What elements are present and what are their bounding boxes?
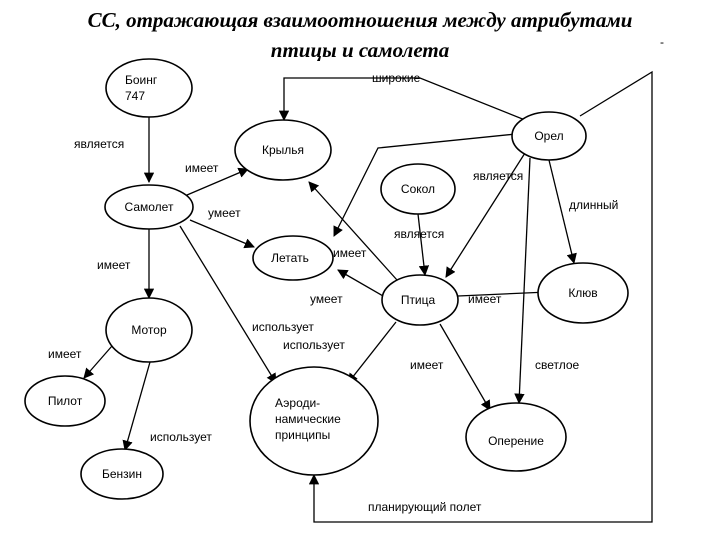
- node-plumage: Оперение: [465, 402, 567, 472]
- node-motor: Мотор: [105, 297, 193, 363]
- edge-label-long: длинный: [569, 198, 618, 212]
- edge-label-light: светлое: [535, 358, 580, 372]
- edge-plane-wings: [179, 167, 249, 199]
- svg-text:Клюв: Клюв: [568, 286, 597, 300]
- edge-bird-aero: [347, 321, 397, 384]
- edge-label-is-boeing-plane: является: [74, 137, 124, 151]
- node-beak: Клюв: [537, 262, 629, 324]
- edge-label-has-plane-motor: имеет: [97, 258, 131, 272]
- svg-text:Птица: Птица: [401, 293, 436, 307]
- svg-text:Оперение: Оперение: [488, 434, 544, 448]
- edge-label-can-plane-fly: умеет: [208, 206, 241, 220]
- edge-label-is-eagle-bird: является: [473, 169, 523, 183]
- svg-text:принципы: принципы: [275, 428, 330, 442]
- edge-label-uses-bird-aero: использует: [283, 338, 345, 352]
- node-fly: Летать: [252, 235, 334, 281]
- edge-plane-aero: [179, 225, 277, 384]
- edge-bird-fly: [337, 269, 384, 297]
- edge-eagle-fly: [333, 133, 517, 237]
- edge-bird-beak: [457, 287, 550, 298]
- node-aerodynamic-principles: Аэроди- намические принципы: [249, 366, 379, 476]
- stray-mark: -: [660, 35, 664, 49]
- edge-plane-fly: [189, 219, 255, 249]
- svg-text:Летать: Летать: [271, 251, 309, 265]
- node-falcon: Сокол: [380, 163, 456, 215]
- node-wings: Крылья: [234, 119, 332, 181]
- edge-label-uses-motor-petrol: использует: [150, 430, 212, 444]
- edge-eagle-aero-gliding: [308, 70, 653, 523]
- svg-text:Боинг: Боинг: [125, 73, 158, 87]
- node-petrol: Бензин: [80, 448, 164, 500]
- node-bird: Птица: [381, 274, 459, 326]
- edge-label-has-plane-wings: имеет: [185, 161, 219, 175]
- edge-label-has-motor-pilot: имеет: [48, 347, 82, 361]
- edge-falcon-bird: [417, 213, 430, 277]
- edge-bird-wings: [308, 181, 398, 281]
- edge-label-has-bird-fly: имеет: [333, 246, 367, 260]
- edge-eagle-wings-wide: [278, 77, 531, 123]
- svg-text:Бензин: Бензин: [102, 467, 142, 481]
- svg-text:Сокол: Сокол: [401, 182, 435, 196]
- edge-label-is-falcon-bird: является: [394, 227, 444, 241]
- edge-eagle-beak: [547, 155, 577, 265]
- edge-eagle-plumage: [514, 157, 531, 405]
- svg-text:намические: намические: [275, 412, 341, 426]
- node-boeing-747: Боинг 747: [105, 58, 193, 118]
- edge-motor-petrol: [122, 361, 151, 452]
- svg-text:Аэроди-: Аэроди-: [275, 396, 320, 410]
- edge-label-has-bird-beak: имеет: [468, 292, 502, 306]
- svg-text:Пилот: Пилот: [48, 394, 83, 408]
- edge-motor-pilot: [83, 345, 113, 379]
- edge-label-uses-plane-aero: использует: [252, 320, 314, 334]
- node-pilot: Пилот: [24, 375, 106, 427]
- svg-text:Орел: Орел: [534, 129, 563, 143]
- edge-label-gliding-flight: планирующий полет: [368, 500, 482, 514]
- edge-bird-plumage: [439, 323, 491, 411]
- edge-label-wide: широкие: [372, 71, 421, 85]
- node-plane: Самолет: [104, 184, 194, 230]
- node-eagle: Орел: [511, 111, 587, 161]
- edge-eagle-bird: [445, 152, 526, 278]
- edge-label-can-bird-fly: умеет: [310, 292, 343, 306]
- svg-text:Крылья: Крылья: [262, 143, 304, 157]
- svg-text:747: 747: [125, 89, 145, 103]
- diagram-title-line-2: птицы и самолета: [270, 38, 450, 62]
- diagram-title-line-1: СС, отражающая взаимоотношения между атр…: [87, 8, 633, 32]
- svg-text:Мотор: Мотор: [131, 323, 167, 337]
- svg-text:Самолет: Самолет: [125, 200, 174, 214]
- edge-label-has-bird-plumage: имеет: [410, 358, 444, 372]
